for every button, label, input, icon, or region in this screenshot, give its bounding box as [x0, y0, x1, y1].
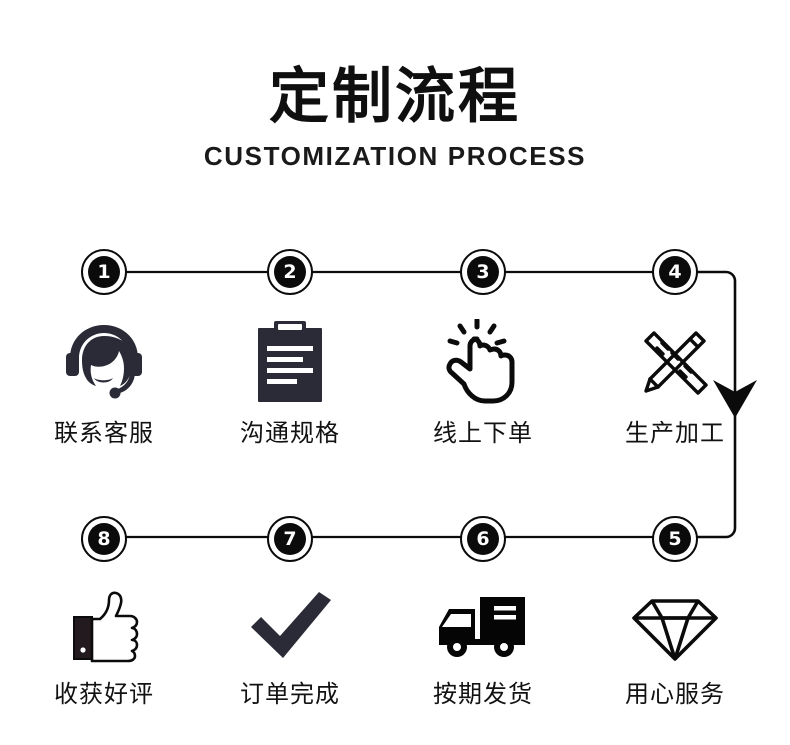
process-row-top: 1 [0, 240, 790, 447]
step-label-8: 收获好评 [54, 680, 154, 708]
step-badge-7: 7 [267, 516, 313, 562]
headset-support-icon [9, 319, 199, 405]
process-row-bottom: 8 收获好评 7 订单完成 [0, 507, 790, 709]
click-hand-icon [388, 319, 578, 405]
step-badge-4: 4 [652, 249, 698, 295]
step-number-6: 6 [467, 523, 499, 555]
step-badge-3: 3 [460, 249, 506, 295]
process-step-8[interactable]: 8 收获好评 [9, 507, 199, 709]
process-step-2[interactable]: 2 沟通规格 [195, 240, 385, 448]
step-badge-2: 2 [267, 249, 313, 295]
step-label-2: 沟通规格 [240, 419, 340, 447]
checkmark-icon [195, 588, 385, 666]
process-step-3[interactable]: 3 线上下单 [388, 240, 578, 448]
process-step-1[interactable]: 1 [9, 240, 199, 448]
pencil-ruler-icon [580, 319, 770, 405]
step-number-5: 5 [659, 523, 691, 555]
clipboard-icon [195, 319, 385, 405]
step-label-3: 线上下单 [433, 419, 533, 447]
step-number-3: 3 [467, 256, 499, 288]
step-number-4: 4 [659, 256, 691, 288]
diamond-icon [580, 588, 770, 666]
step-badge-8: 8 [81, 516, 127, 562]
step-label-1: 联系客服 [54, 419, 154, 447]
process-step-5[interactable]: 5 用心服务 [580, 507, 770, 709]
step-label-4: 生产加工 [625, 419, 725, 447]
step-label-7: 订单完成 [240, 680, 340, 708]
step-badge-1: 1 [81, 249, 127, 295]
page-header: 定制流程 CUSTOMIZATION PROCESS [0, 66, 790, 172]
process-step-4[interactable]: 4 [580, 240, 770, 448]
page-title: 定制流程 [269, 62, 521, 132]
step-number-1: 1 [88, 256, 120, 288]
step-badge-6: 6 [460, 516, 506, 562]
process-step-7[interactable]: 7 订单完成 [195, 507, 385, 709]
step-number-2: 2 [274, 256, 306, 288]
delivery-truck-icon [388, 588, 578, 666]
step-number-7: 7 [274, 523, 306, 555]
page-subtitle: CUSTOMIZATION PROCESS [203, 141, 587, 171]
step-number-8: 8 [88, 523, 120, 555]
step-badge-5: 5 [652, 516, 698, 562]
step-label-6: 按期发货 [433, 680, 533, 708]
step-label-5: 用心服务 [625, 680, 725, 708]
process-step-6[interactable]: 6 [388, 507, 578, 709]
thumbs-up-icon [9, 588, 199, 666]
